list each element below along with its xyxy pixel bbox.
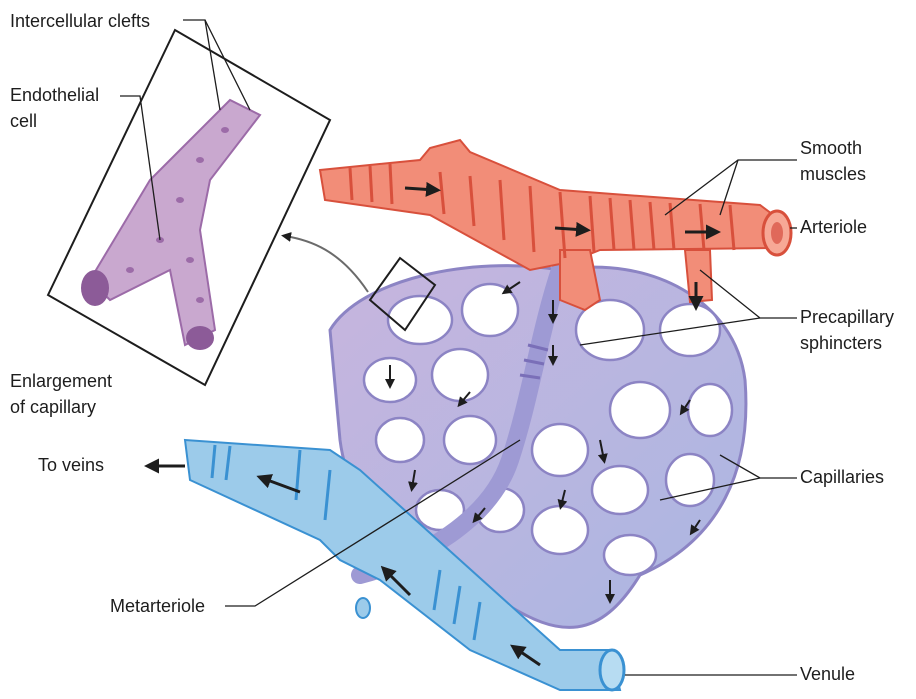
label-intercellular-clefts: Intercellular clefts	[10, 10, 150, 33]
label-capillaries: Capillaries	[800, 466, 884, 489]
label-enlargement-line2: of capillary	[10, 396, 96, 419]
label-endothelial-line2: cell	[10, 110, 37, 133]
enlargement-arrow	[285, 236, 368, 292]
label-venule: Venule	[800, 663, 855, 686]
label-metarteriole: Metarteriole	[110, 595, 205, 618]
label-precapillary-line1: Precapillary	[800, 306, 894, 329]
label-precapillary-line2: sphincters	[800, 332, 882, 355]
label-enlargement-line1: Enlargement	[10, 370, 112, 393]
label-smooth-muscles-line2: muscles	[800, 163, 866, 186]
label-smooth-muscles-line1: Smooth	[800, 137, 862, 160]
label-endothelial-line1: Endothelial	[10, 84, 99, 107]
label-arteriole: Arteriole	[800, 216, 867, 239]
label-to-veins: To veins	[38, 454, 104, 477]
